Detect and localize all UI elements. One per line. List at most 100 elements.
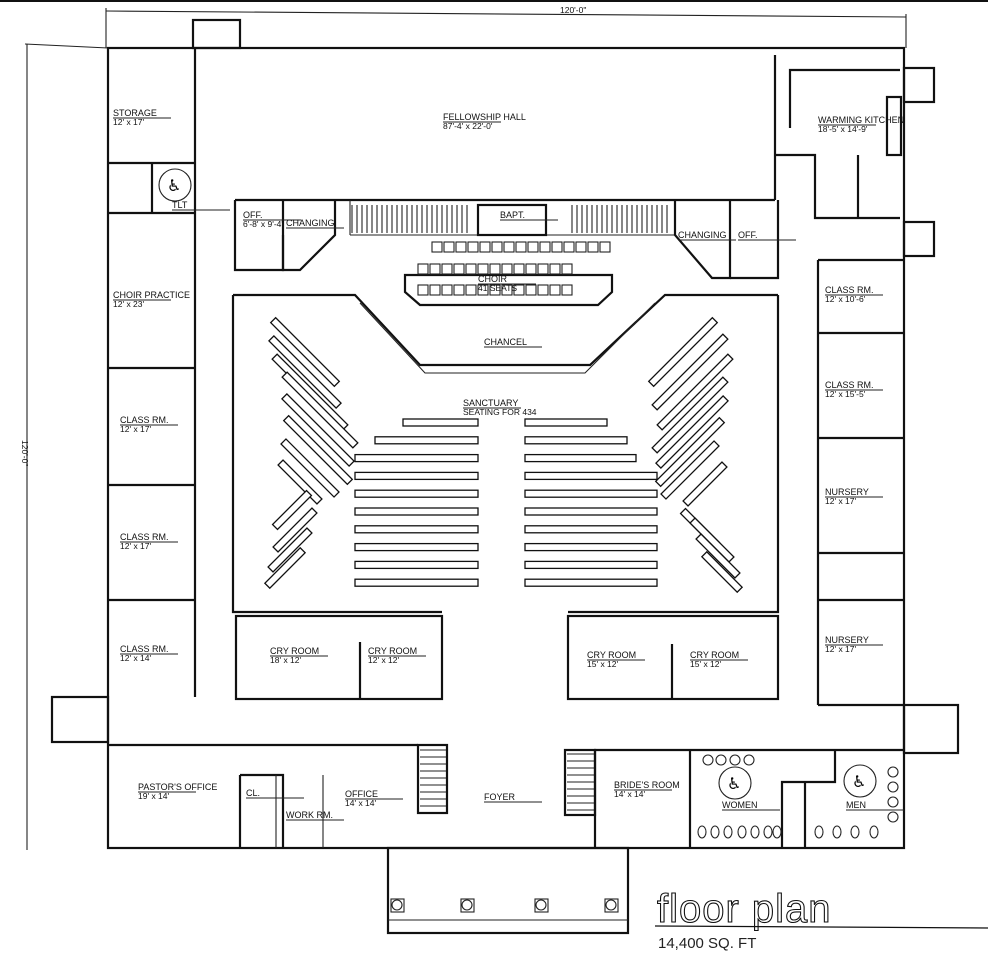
room-dimensions: 19' x 14' xyxy=(138,791,170,801)
room-dimensions: 12' x 17' xyxy=(120,541,152,551)
pew xyxy=(524,436,628,445)
pew xyxy=(271,489,313,531)
room-dimensions: 12' x 17' xyxy=(120,424,152,434)
pew xyxy=(695,533,741,579)
pew xyxy=(354,542,479,552)
pew xyxy=(374,436,479,445)
room-name: CRY ROOM xyxy=(368,646,417,656)
room-dimensions: 12' x 23' xyxy=(113,299,145,309)
choir-seat xyxy=(525,284,537,296)
accessible-restroom-icon: ♿ ♿ ♿ xyxy=(158,168,877,800)
room-name: NURSERY xyxy=(825,635,869,645)
choir-seat xyxy=(417,263,429,275)
pew xyxy=(524,489,658,498)
pew xyxy=(277,459,323,505)
room-dimensions: 12' x 12' xyxy=(368,655,400,665)
pew xyxy=(700,550,744,594)
room-name: PASTOR'S OFFICE xyxy=(138,782,217,792)
choir-seat xyxy=(513,263,525,275)
choir-seat xyxy=(429,284,441,296)
room-name: CRY ROOM xyxy=(587,650,636,660)
choir-seat xyxy=(453,263,465,275)
room-name: WORK RM. xyxy=(286,810,333,820)
pew xyxy=(655,395,729,469)
choir-seat xyxy=(477,284,489,296)
choir-seat xyxy=(575,241,587,253)
choir-seat xyxy=(489,284,501,296)
sink xyxy=(743,754,755,766)
room-name: SANCTUARY xyxy=(463,398,518,408)
choir-seat xyxy=(563,241,575,253)
pew xyxy=(354,453,479,463)
room-name: CHANGING xyxy=(286,218,335,228)
room-dimensions: 15' x 12' xyxy=(690,659,722,669)
toilet xyxy=(723,825,733,839)
choir-seats xyxy=(417,241,611,296)
room-dimensions: 18' x 12' xyxy=(270,655,302,665)
choir-seat xyxy=(465,284,477,296)
choir-seat xyxy=(489,263,501,275)
room-name: WARMING KITCHEN xyxy=(818,115,904,125)
pew xyxy=(354,471,479,481)
sink xyxy=(715,754,727,766)
room-name: BRIDE'S ROOM xyxy=(614,780,680,790)
room-dimensions: 14' x 14' xyxy=(614,789,646,799)
pew xyxy=(647,316,719,388)
pew xyxy=(282,414,354,486)
room-dimensions: 15' x 12' xyxy=(587,659,619,669)
restroom-fixtures xyxy=(697,754,899,839)
room-name: CHANCEL xyxy=(484,337,527,347)
choir-seat xyxy=(549,284,561,296)
choir-seat xyxy=(537,284,549,296)
toilet xyxy=(850,825,860,839)
pew xyxy=(660,440,720,500)
pew xyxy=(524,560,658,570)
pew xyxy=(354,489,479,498)
room-name: CHOIR PRACTICE xyxy=(113,290,190,300)
choir-seat xyxy=(513,284,525,296)
room-name: OFF. xyxy=(243,210,263,220)
room-dimensions: 18'-5' x 14'-9' xyxy=(818,124,868,134)
sink xyxy=(887,811,899,823)
choir-seat xyxy=(417,284,429,296)
room-name: CL. xyxy=(246,788,260,798)
room-name: MEN xyxy=(846,800,866,810)
choir-seat xyxy=(599,241,611,253)
room-dimensions: 41 SEATS xyxy=(478,283,517,293)
pew xyxy=(267,527,313,573)
toilet xyxy=(750,825,760,839)
choir-seat xyxy=(561,284,573,296)
room-dimensions: SEATING FOR 434 xyxy=(463,407,537,417)
pew xyxy=(654,416,726,488)
choir-seat xyxy=(587,241,599,253)
toilet xyxy=(737,825,747,839)
toilet xyxy=(772,825,782,839)
room-dimensions: 6'-8' x 9'-4' xyxy=(243,219,283,229)
sink xyxy=(887,796,899,808)
pew xyxy=(524,542,658,552)
toilet xyxy=(710,825,720,839)
pew xyxy=(354,578,479,587)
room-name: OFFICE xyxy=(345,789,378,799)
choir-seat xyxy=(551,241,563,253)
svg-text:♿: ♿ xyxy=(727,774,741,793)
pew xyxy=(272,507,318,553)
toilet xyxy=(832,825,842,839)
toilet xyxy=(763,825,773,839)
pew xyxy=(651,333,729,411)
choir-seat xyxy=(431,241,443,253)
pew xyxy=(263,546,307,590)
title-underline xyxy=(654,925,988,929)
choir-seat xyxy=(491,241,503,253)
choir-seat xyxy=(537,263,549,275)
choir-seat xyxy=(443,241,455,253)
room-dimensions: 12' x 15'-5' xyxy=(825,389,866,399)
svg-text:♿: ♿ xyxy=(852,772,866,791)
overall-width-dimension: 120'-0" xyxy=(560,5,586,15)
room-name: CRY ROOM xyxy=(270,646,319,656)
svg-text:♿: ♿ xyxy=(167,176,181,195)
room-name: CLASS RM. xyxy=(120,644,169,654)
overall-depth-dimension: 120'-0" xyxy=(20,440,30,466)
pew xyxy=(354,507,479,516)
